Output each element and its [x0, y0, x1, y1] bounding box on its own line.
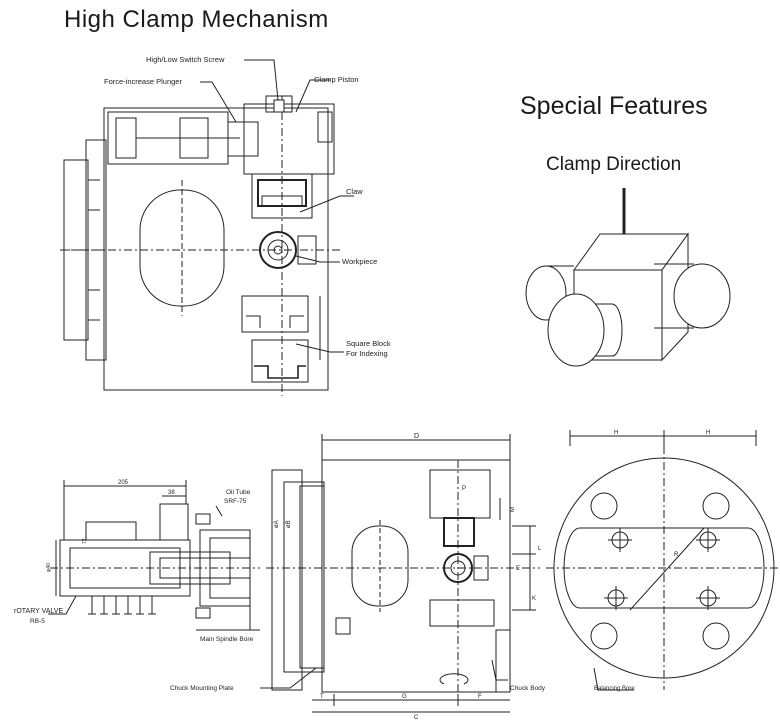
- callout-square-block: Square Block: [346, 339, 391, 348]
- dim-72: 72: [82, 538, 88, 544]
- dim-205: 205: [118, 480, 129, 486]
- oil-tube-model: SRF-75: [224, 498, 247, 505]
- callout-plunger: Force-increase Plunger: [104, 77, 182, 86]
- dim-B: øB: [286, 520, 292, 528]
- balancing-bore-label: Balancing Bore: [594, 686, 635, 692]
- dim-R: R: [674, 552, 679, 558]
- dim-D: D: [414, 433, 419, 440]
- callout-clamp-piston: Clamp Piston: [314, 75, 359, 84]
- dim-A: øA: [274, 520, 280, 528]
- clamp-direction-label: Clamp Direction: [546, 154, 682, 175]
- dim-L: L: [538, 546, 542, 552]
- rotary-valve-label: rOTARY VALVE: [14, 608, 63, 615]
- oil-tube-label: Oil Tube: [226, 489, 251, 496]
- dim-E: E: [516, 566, 520, 572]
- dim-C: C: [414, 715, 419, 721]
- callout-workpiece: Workpiece: [342, 257, 377, 266]
- dim-K: K: [532, 596, 536, 602]
- chuck-mounting-plate-label: Chuck Mounting Plate: [170, 685, 234, 692]
- special-features-sketch: [526, 188, 730, 366]
- dim-H-right: H: [706, 430, 710, 436]
- high-clamp-drawing: [60, 60, 354, 396]
- dim-H-left: H: [614, 430, 618, 436]
- dim-phi40: φ40: [46, 563, 52, 572]
- chuck-drawing: [260, 434, 540, 712]
- dim-M: M: [510, 507, 516, 512]
- dim-G: G: [402, 694, 407, 700]
- callout-for-indexing: For Indexing: [346, 349, 388, 358]
- dim-P: P: [462, 486, 466, 492]
- main-spindle-bore-label: Main Spindle Bore: [200, 636, 253, 643]
- rotary-valve-model: RB-5: [30, 618, 45, 625]
- chuck-body-label: Chuck Body: [510, 685, 546, 692]
- flange-drawing: [546, 430, 780, 690]
- rotary-valve-drawing: [48, 480, 260, 630]
- callout-claw: Claw: [346, 187, 363, 196]
- diagram-title: High Clamp Mechanism: [64, 6, 329, 33]
- dim-F: F: [478, 694, 482, 700]
- special-features-title: Special Features: [520, 92, 708, 120]
- callout-switch-screw: High/Low Switch Screw: [146, 55, 225, 64]
- dim-T: T: [320, 694, 324, 700]
- dim-38: 38: [168, 490, 175, 496]
